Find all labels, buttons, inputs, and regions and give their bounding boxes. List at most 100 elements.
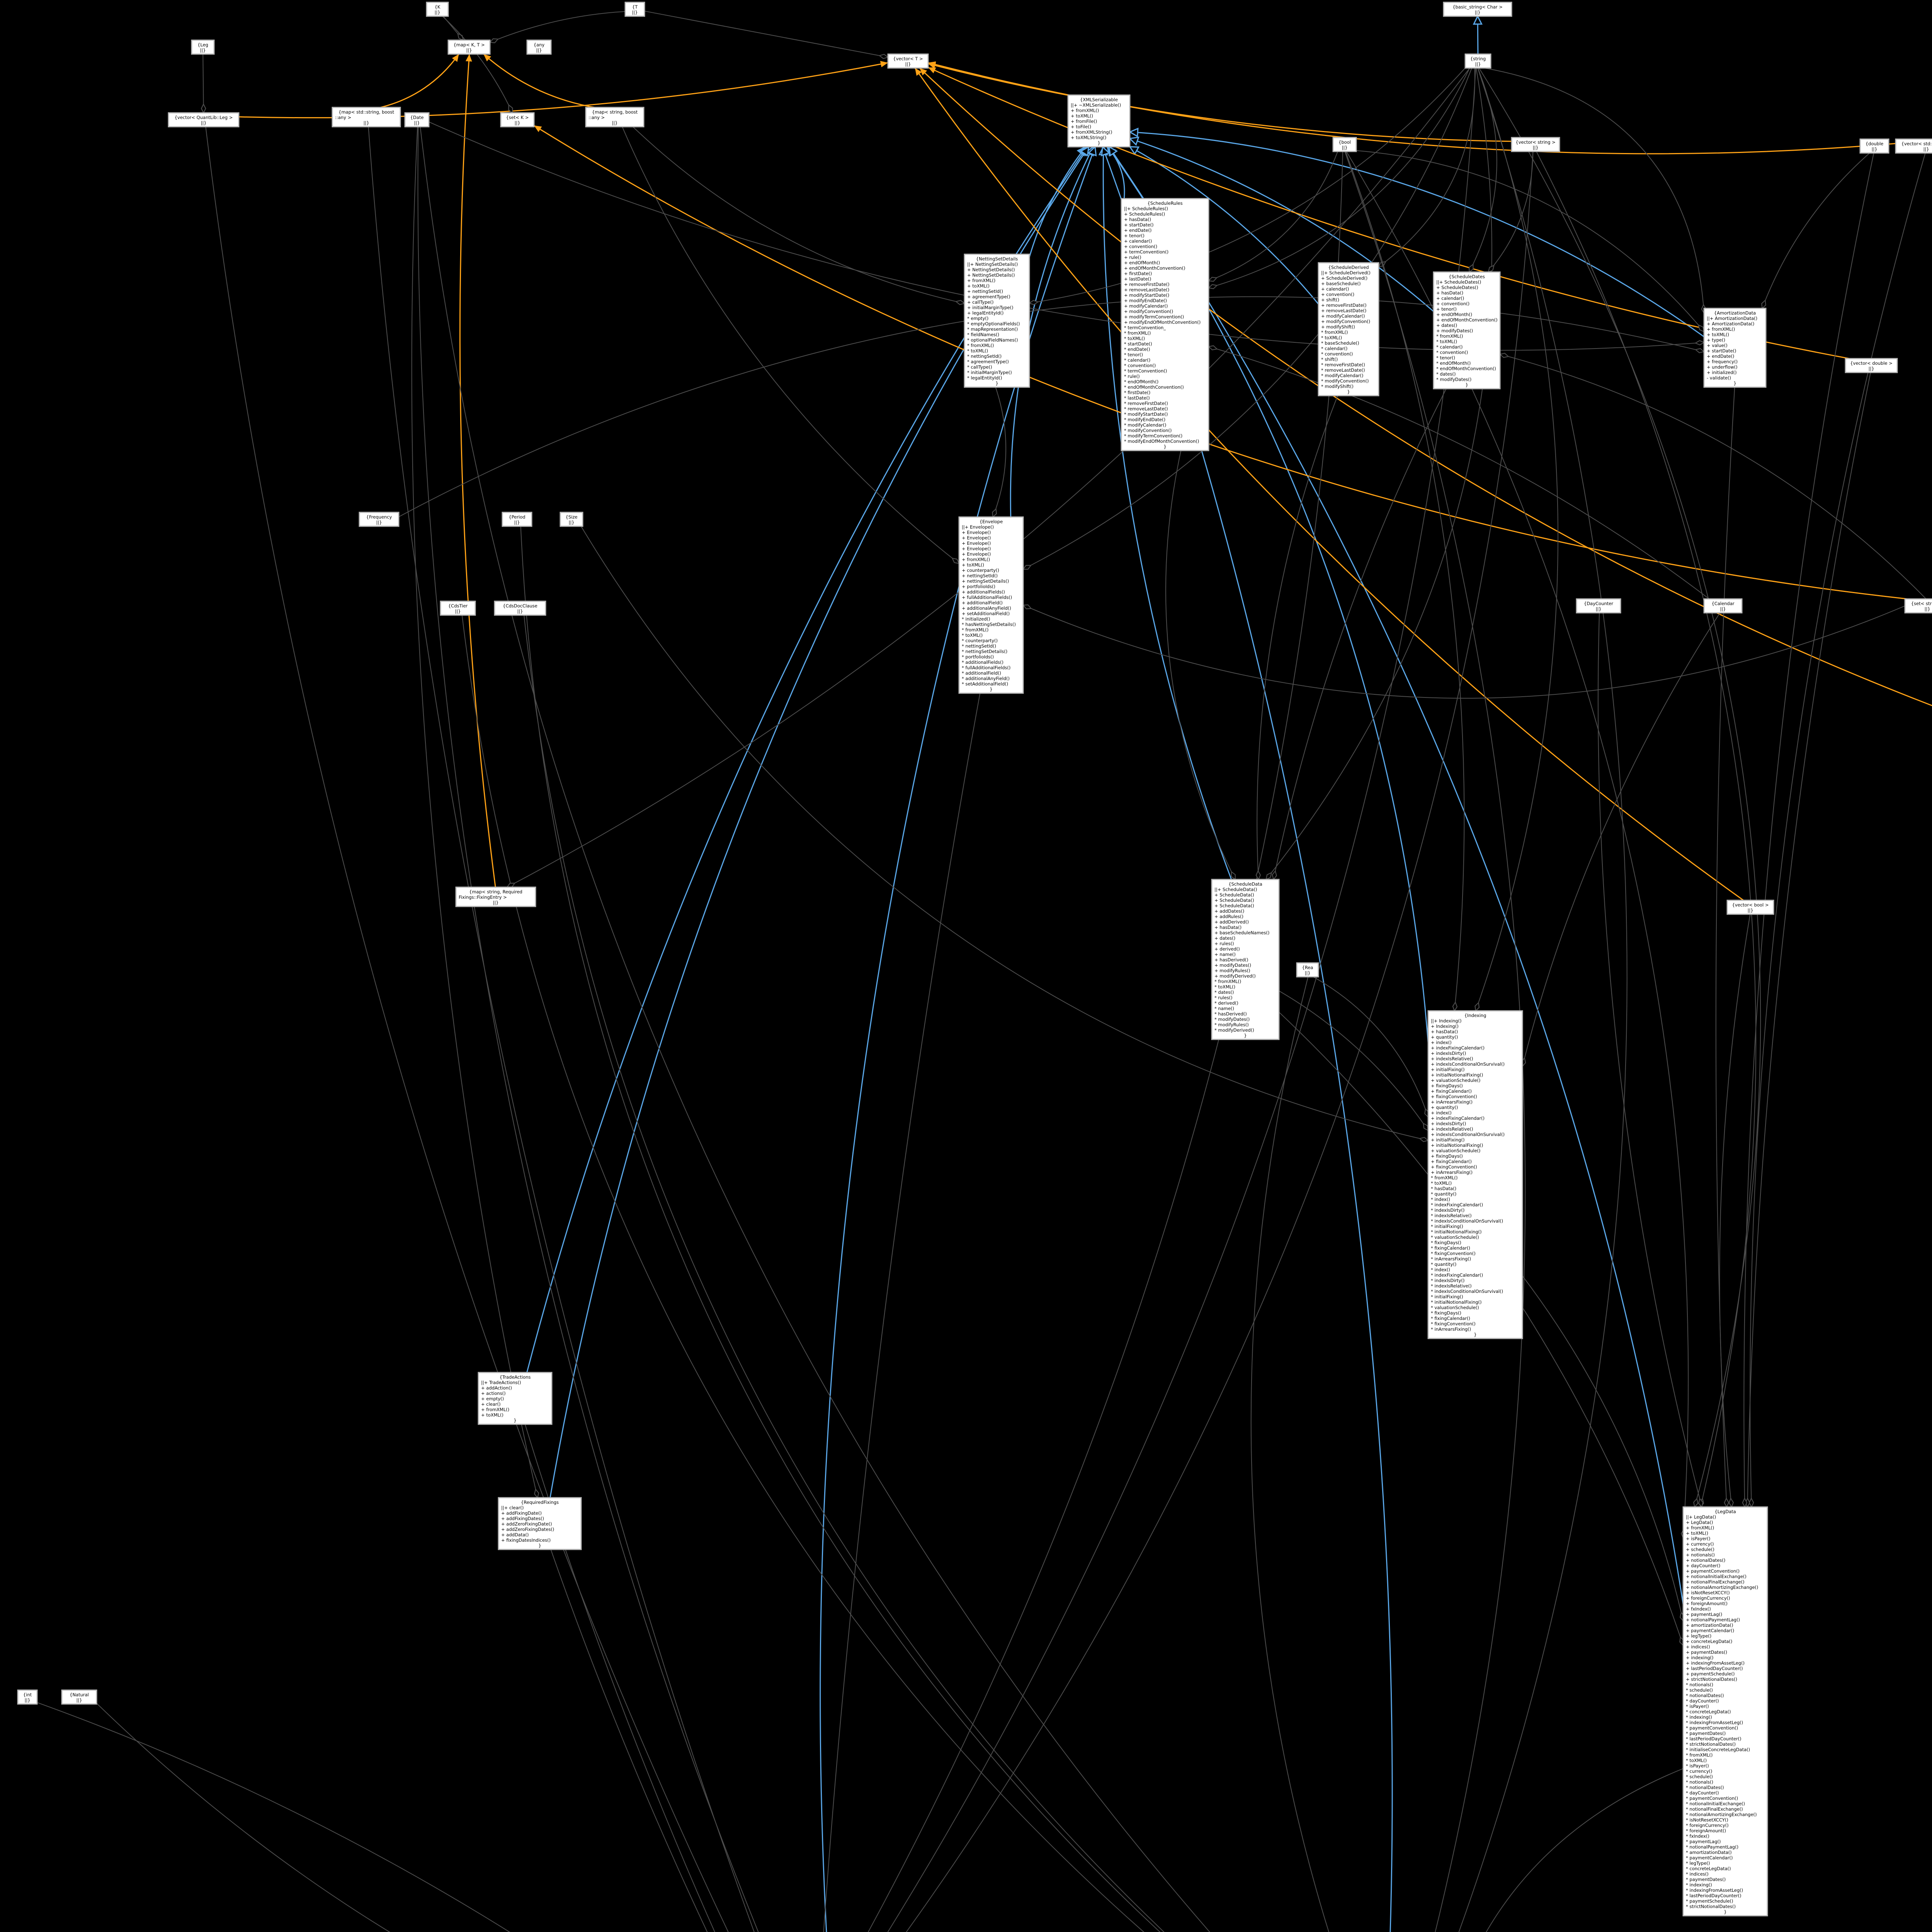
class-title: {Indexing: [1464, 1013, 1486, 1018]
class-node-leg[interactable]: {Leg||}: [191, 39, 215, 55]
member-line: }: [1724, 1909, 1726, 1915]
member-line: + hasData(): [1214, 925, 1242, 930]
class-title: {Period: [509, 514, 525, 520]
class-node-t[interactable]: {T||}: [624, 2, 645, 17]
node-box: [426, 2, 449, 17]
class-node-day_counter[interactable]: {DayCounter||}: [1576, 598, 1621, 614]
class-node-trade_actions[interactable]: {TradeActions||+ TradeActions()+ addActi…: [478, 1372, 553, 1425]
member-line: * fxIndex(): [1686, 1833, 1709, 1839]
class-node-set_string[interactable]: {set< string >||}: [1904, 598, 1932, 614]
member-line: + inArrearsFixing(): [1431, 1099, 1473, 1105]
class-node-map_fixing[interactable]: {map< string, RequiredFixings::FixingEnt…: [455, 886, 536, 907]
member-line: ||}: [632, 10, 638, 15]
member-line: ||}: [1475, 61, 1481, 67]
member-line: + valuationSchedule(): [1431, 1148, 1481, 1153]
class-node-map_std_any[interactable]: {map< std::string, boost::any >||}: [332, 107, 401, 128]
edge-leg_data-double: [1744, 153, 1874, 1507]
class-node-period[interactable]: {Period||}: [502, 512, 532, 527]
class-node-double[interactable]: {double||}: [1859, 138, 1889, 154]
class-node-int[interactable]: {int||}: [17, 1689, 38, 1705]
member-line: * modifyEndDate(): [1124, 417, 1165, 422]
member-line: + fixingConvention(): [1431, 1164, 1477, 1170]
class-node-schedule_dates[interactable]: {ScheduleDates||+ ScheduleDates()+ Sched…: [1433, 271, 1501, 389]
class-node-k[interactable]: {K||}: [426, 2, 449, 17]
member-line: * inArrearsFixing(): [1431, 1256, 1471, 1262]
class-node-vec_ql_leg[interactable]: {vector< QuantLib::Leg >||}: [168, 112, 240, 128]
member-line: * quantity(): [1431, 1191, 1456, 1197]
class-node-basic_string[interactable]: {basic_string< Char >||}: [1443, 2, 1512, 17]
member-line: + schedule(): [1686, 1547, 1714, 1552]
class-node-cds_doc_clause[interactable]: {CdsDocClause||}: [494, 600, 546, 616]
class-node-schedule_rules[interactable]: {ScheduleRules||+ ScheduleRules()+ Sched…: [1121, 198, 1209, 451]
member-line: * concreteLegData(): [1686, 1709, 1731, 1714]
class-node-cds_tier[interactable]: {CdsTier||}: [440, 600, 476, 616]
class-node-set_k[interactable]: {set< K >||}: [500, 112, 535, 128]
member-line: + callType(): [967, 299, 993, 305]
edge-schedule_derived-string: [1379, 68, 1475, 267]
node-box: [1703, 308, 1767, 388]
member-line: + toFile(): [1071, 124, 1091, 129]
member-line: + toXML(): [962, 562, 984, 568]
class-node-netting[interactable]: {NettingSetDetails||+ NettingSetDetails(…: [964, 253, 1030, 388]
class-node-map_k_t[interactable]: {map< K, T >||}: [447, 39, 491, 55]
class-node-frequency[interactable]: {Frequency||}: [359, 512, 400, 527]
class-node-indexing[interactable]: {Indexing||+ Indexing()+ Indexing()+ has…: [1427, 1010, 1523, 1339]
class-node-vector_string[interactable]: {vector< string >||}: [1511, 137, 1560, 152]
class-node-vector_t[interactable]: {vector< T >||}: [887, 53, 929, 69]
member-line: + actions(): [481, 1391, 506, 1396]
member-line: * initialMarginType(): [967, 370, 1012, 375]
member-line: * toXML(): [967, 348, 988, 354]
node-box: [1067, 94, 1131, 148]
member-line: * isNotResetXCCY(): [1686, 1817, 1728, 1823]
member-line: * fixingConvention(): [1431, 1321, 1476, 1327]
member-line: + modifyCalendar(): [1321, 313, 1365, 319]
member-line: * modifyConvention(): [1321, 378, 1369, 384]
class-node-schedule_derived[interactable]: {ScheduleDerived||+ ScheduleDerived()+ S…: [1318, 262, 1379, 396]
class-node-schedule_data[interactable]: {ScheduleData||+ ScheduleData()+ Schedul…: [1211, 879, 1280, 1040]
member-line: * convention(): [1436, 350, 1468, 355]
class-node-date[interactable]: {Date||}: [404, 112, 430, 128]
class-title: {set< K >: [506, 115, 529, 120]
member-line: ||+ TradeActions(): [481, 1380, 521, 1385]
class-node-map_str_any[interactable]: {map< string, boost::any >||}: [585, 107, 645, 128]
class-node-vector_double[interactable]: {vector< double >||}: [1845, 358, 1898, 373]
class-node-xmlser[interactable]: {XMLSerializable||+ ~XMLSerializable()+ …: [1067, 94, 1131, 148]
class-node-vector_bool[interactable]: {vector< bool >||}: [1726, 900, 1774, 915]
edge-trade-vec_ql_leg: [205, 126, 729, 1932]
class-node-leg_data[interactable]: {LegData||+ LegData()+ LegData()+ fromXM…: [1682, 1506, 1768, 1917]
member-line: + initialFixing(): [1431, 1067, 1464, 1072]
class-node-natural[interactable]: {Natural||}: [61, 1689, 97, 1705]
member-line: * rules(): [1214, 995, 1233, 1000]
class-node-required_fixings[interactable]: {RequiredFixings||+ clear()+ addFixingDa…: [498, 1497, 582, 1550]
member-line: + addFixingDates(): [501, 1516, 544, 1521]
edge-envelope-set_string: [1023, 605, 1905, 699]
class-node-string[interactable]: {string||}: [1464, 53, 1492, 69]
class-node-size[interactable]: {Size||}: [560, 512, 583, 527]
member-line: + endOfMonthConvention(): [1436, 317, 1498, 323]
member-line: + additionalField(): [962, 600, 1003, 605]
edge-schedule_data-schedule_dates: [1274, 388, 1447, 879]
member-line: + toXML(): [967, 283, 990, 289]
class-node-calendar[interactable]: {Calendar||}: [1703, 598, 1743, 614]
member-line: * startDate(): [1124, 341, 1152, 347]
member-line: ::any >: [588, 115, 605, 120]
member-line: + concreteLegData(): [1686, 1639, 1732, 1644]
member-line: * strictNotionalDates(): [1686, 1742, 1736, 1747]
member-line: + additionalFields(): [962, 589, 1005, 595]
member-line: + foreignCurrency(): [1686, 1595, 1730, 1601]
class-node-envelope[interactable]: {Envelope||+ Envelope()+ Envelope()+ Env…: [958, 516, 1024, 694]
node-box: [1464, 53, 1492, 69]
class-node-bool[interactable]: {bool||}: [1332, 137, 1357, 152]
member-line: + modifyDates(): [1436, 328, 1473, 333]
class-node-vector_std_string[interactable]: {vector< std::string >||}: [1895, 138, 1932, 154]
member-line: + initialMarginType(): [967, 305, 1014, 310]
member-line: + paymentCalendar(): [1686, 1628, 1734, 1633]
member-line: + modifyEndOfMonthConvention(): [1124, 320, 1201, 325]
member-line: * removeLastDate(): [1124, 406, 1168, 412]
class-node-amortization[interactable]: {AmortizationData||+ AmortizationData()+…: [1703, 308, 1767, 388]
class-node-real[interactable]: {Rea||}: [1296, 962, 1319, 978]
member-line: * nettingSetId(): [962, 643, 996, 649]
class-node-any[interactable]: {any||}: [526, 39, 552, 55]
member-line: + fixingCalendar(): [1431, 1159, 1472, 1164]
member-line: * initialNotionalFixing(): [1431, 1299, 1481, 1305]
